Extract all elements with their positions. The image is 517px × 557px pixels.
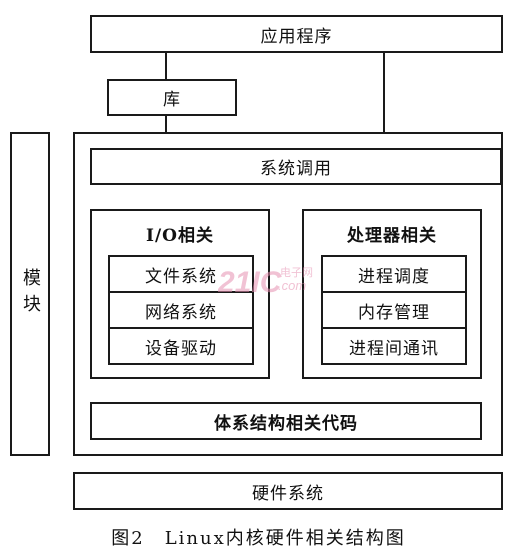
arch-code-label: 体系结构相关代码 — [214, 413, 358, 434]
memory-management-label: 内存管理 — [358, 302, 430, 323]
io-group: I/O相关 文件系统 网络系统 设备驱动 — [90, 209, 270, 379]
cpu-group: 处理器相关 进程调度 内存管理 进程间通讯 — [302, 209, 482, 379]
process-scheduling-box: 进程调度 — [321, 255, 467, 293]
arch-code-box: 体系结构相关代码 — [90, 402, 482, 440]
module-label: 模块 — [20, 268, 41, 320]
ipc-box: 进程间通讯 — [321, 327, 467, 365]
ipc-label: 进程间通讯 — [349, 338, 439, 359]
connector-app-to-syscall — [383, 52, 385, 149]
system-call-box: 系统调用 — [90, 148, 502, 185]
figure-caption: 图2 Linux内核硬件相关结构图 — [111, 528, 406, 549]
library-box: 库 — [107, 79, 237, 116]
hardware-label: 硬件系统 — [252, 483, 324, 504]
application-box: 应用程序 — [90, 15, 503, 53]
device-driver-label: 设备驱动 — [145, 338, 217, 359]
connector-app-to-library — [165, 52, 167, 80]
cpu-group-title: 处理器相关 — [347, 226, 437, 246]
network-system-box: 网络系统 — [108, 291, 254, 329]
device-driver-box: 设备驱动 — [108, 327, 254, 365]
process-scheduling-label: 进程调度 — [358, 266, 430, 287]
file-system-label: 文件系统 — [145, 266, 217, 287]
module-box: 模块 — [10, 132, 50, 456]
io-group-title: I/O相关 — [146, 226, 214, 246]
hardware-box: 硬件系统 — [73, 472, 503, 510]
memory-management-box: 内存管理 — [321, 291, 467, 329]
file-system-box: 文件系统 — [108, 255, 254, 293]
library-label: 库 — [163, 90, 181, 110]
application-label: 应用程序 — [260, 26, 333, 47]
network-system-label: 网络系统 — [145, 302, 217, 323]
system-call-label: 系统调用 — [260, 159, 332, 179]
